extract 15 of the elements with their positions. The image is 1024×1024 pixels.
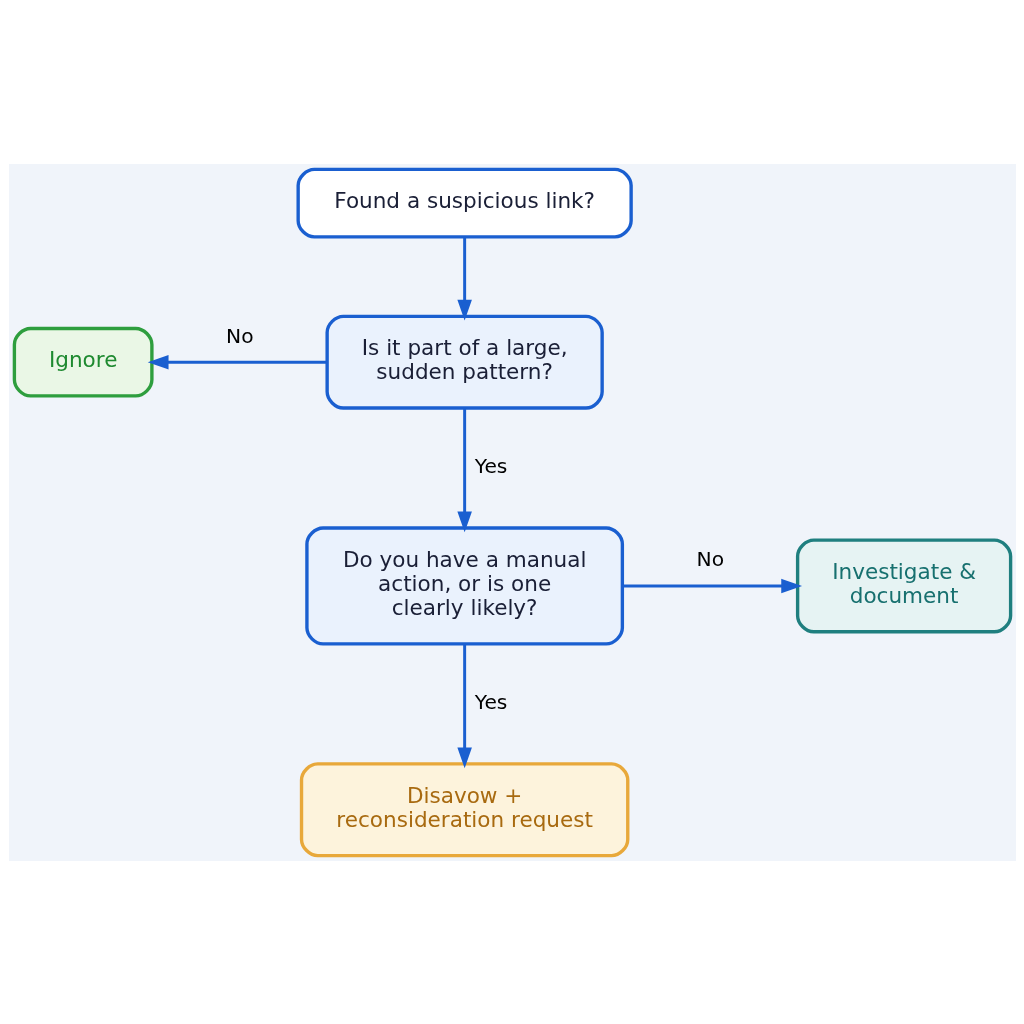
arrow: [147, 354, 327, 369]
node-box: Do you have a manual action, or is one clearly likely?: [304, 525, 624, 646]
arrow: [456, 643, 472, 768]
node-box: Disavow + reconsideration request: [299, 761, 629, 857]
edge-label: No: [225, 323, 254, 348]
arrow: [456, 407, 472, 532]
arrow: [622, 578, 802, 593]
node-box: Investigate & document: [795, 537, 1012, 633]
node-box: Is it part of a large, sudden pattern?: [324, 314, 604, 410]
edge-label: Yes: [474, 689, 507, 714]
node-box: Ignore: [12, 326, 154, 398]
node-box: Found a suspicious link?: [295, 167, 633, 238]
edge-label: Yes: [474, 453, 507, 478]
edge-label: No: [696, 546, 724, 571]
arrow: [456, 236, 472, 321]
